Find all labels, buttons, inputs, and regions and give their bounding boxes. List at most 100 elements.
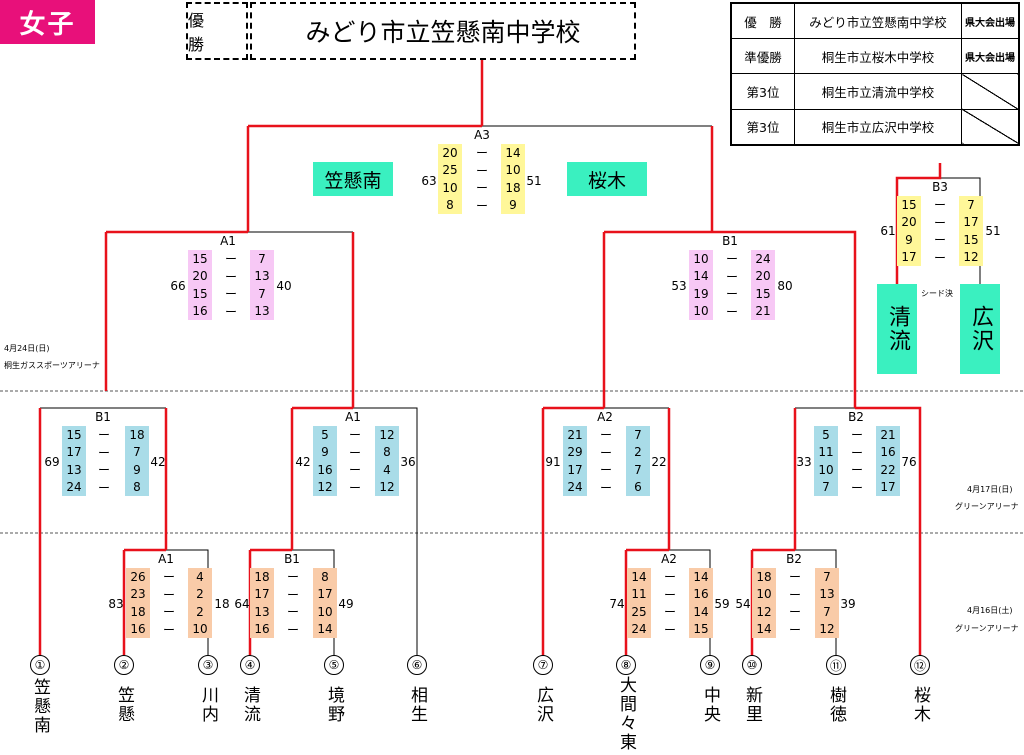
semi-left-scores: 15 20 15 16 [188,250,212,320]
third-right-team: 広沢 [960,284,1000,374]
dash: ー [663,570,676,585]
set-score: 8 [133,480,141,495]
set-score: 7 [822,480,830,495]
first-left-total: 74 [609,597,625,611]
semi-left-total: 66 [170,279,186,293]
slot-number: ⑫ [910,655,930,675]
school-name: 新里 [742,686,762,724]
set-score: 14 [756,622,772,637]
first-left-total: 83 [108,597,124,611]
set-score: 16 [693,587,709,602]
school-name: 境野 [324,686,344,724]
set-score: 14 [693,269,709,284]
dash: ー [850,463,863,478]
set-score: 16 [130,622,146,637]
slot-number: ⑩ [742,655,762,675]
dash: ー [475,181,488,196]
dash: ー [348,445,361,460]
set-score: 15 [192,286,208,301]
set-score: 9 [321,445,329,460]
set-score: 10 [192,622,208,637]
dash: ー [788,622,801,637]
set-score: 7 [133,445,141,460]
set-score: 15 [66,427,82,442]
quarter-right-scores: 21 16 22 17 [876,426,900,496]
quarter-right-total: 76 [901,455,917,469]
first-round-label: B2 [786,552,802,566]
slot-number: ③ [198,655,218,675]
set-score: 15 [901,197,917,212]
school-name: 川内 [198,686,218,724]
dash: ー [162,587,175,602]
quarter-dashes: ーーーー [343,426,367,496]
final-right-scores: 14 10 18 9 [501,144,525,214]
set-score: 16 [254,622,270,637]
dash: ー [162,605,175,620]
note-cell: 県大会出場 [961,2,1020,40]
dash: ー [286,605,299,620]
set-score: 24 [567,480,583,495]
third-left-total: 61 [880,224,896,238]
semi-dashes: ーーーー [219,250,243,320]
dash: ー [224,304,237,319]
slot-number: ① [30,655,50,675]
set-score: 7 [823,604,831,619]
set-score: 10 [693,304,709,319]
set-score: 20 [442,145,458,160]
set-score: 29 [567,445,583,460]
dash: ー [725,269,738,284]
rank-cell: 準優勝 [730,38,795,75]
semi-left-scores: 10 14 19 10 [689,250,713,320]
dash: ー [788,570,801,585]
first-right-scores: 4 2 2 10 [188,568,212,638]
dash: ー [663,622,676,637]
dash: ー [97,428,110,443]
third-right-total: 51 [985,224,1001,238]
set-score: 14 [631,569,647,584]
dash: ー [162,622,175,637]
set-score: 17 [66,445,82,460]
set-score: 13 [819,587,835,602]
dash: ー [224,252,237,267]
set-score: 24 [66,480,82,495]
first-right-scores: 8 17 10 14 [313,568,337,638]
first-dashes: ーーーー [658,568,682,638]
set-score: 18 [756,569,772,584]
third-left-scores: 15 20 9 17 [897,196,921,266]
dash: ー [933,233,946,248]
day2-venue: グリーンアリーナ [955,502,1019,511]
final-label: A3 [474,128,490,142]
set-score: 13 [254,304,270,319]
dash: ー [850,445,863,460]
set-score: 11 [818,445,834,460]
set-score: 15 [192,251,208,266]
set-score: 12 [963,250,979,265]
set-score: 18 [130,604,146,619]
quarter-left-total: 42 [295,455,311,469]
set-score: 12 [819,622,835,637]
set-score: 9 [905,232,913,247]
set-score: 12 [379,480,395,495]
set-score: 25 [442,163,458,178]
third-dashes: ーーーー [928,196,952,266]
school-cell: 桐生市立広沢中学校 [794,108,962,146]
slot-number: ⑧ [616,655,636,675]
empty-note-cell [961,73,1020,110]
set-score: 20 [755,269,771,284]
set-score: 26 [130,569,146,584]
slot-number: ⑨ [700,655,720,675]
set-score: 16 [880,445,896,460]
semi-label: A1 [220,234,236,248]
set-score: 17 [254,587,270,602]
slot-number: ⑪ [826,655,846,675]
set-score: 7 [823,569,831,584]
set-score: 17 [880,480,896,495]
dash: ー [475,163,488,178]
set-score: 14 [693,569,709,584]
school-name: 笠懸南 [30,678,50,735]
set-score: 14 [317,622,333,637]
dash: ー [663,587,676,602]
dash: ー [850,428,863,443]
set-score: 18 [254,569,270,584]
quarter-right-scores: 7 2 7 6 [626,426,650,496]
